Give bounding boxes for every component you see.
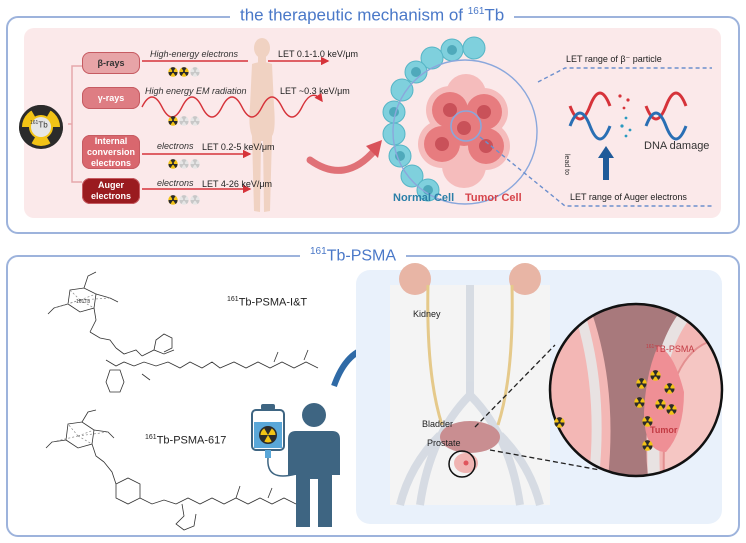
psma-marker-icon (634, 397, 645, 408)
radiation-icon (168, 116, 178, 126)
chelate-label: 161Tb (76, 299, 90, 305)
prostate-label: Prostate (427, 438, 461, 448)
psma-617-structure (45, 409, 297, 531)
dna-damage-icon (568, 91, 688, 141)
auger-range-label: LET range of Auger electrons (570, 192, 687, 202)
radiation-icon (179, 195, 189, 205)
radiation-icon (190, 116, 200, 126)
emission-arrows (141, 56, 382, 194)
beta-rays-pill: β-rays (82, 52, 140, 74)
psma-marker-icon (642, 416, 653, 427)
mechanism-title: the therapeutic mechanism of 161Tb (230, 0, 515, 28)
psma-marker-icon (636, 378, 647, 389)
gamma-let-label: LET ~0.3 keV/μm (280, 86, 350, 96)
emission-bracket (68, 65, 82, 183)
mechanism-panel (24, 28, 721, 218)
dna-damage-label: DNA damage (644, 140, 710, 152)
gamma-particle-label: High energy EM radiation (145, 86, 247, 96)
radiation-level-3 (168, 195, 201, 205)
bladder-label: Bladder (422, 419, 454, 429)
radiation-icon (168, 67, 178, 77)
iv-bag-icon (251, 404, 297, 477)
radiation-icon (168, 159, 178, 169)
psma-marker-icon (554, 417, 565, 428)
let-range-lines (479, 67, 712, 207)
radiation-icon (190, 67, 200, 77)
radiation-level-1 (168, 116, 201, 126)
psma-title: 161Tb-PSMA (300, 240, 407, 269)
ice-let-label: LET 0.2-5 keV/μm (202, 142, 275, 152)
psma-it-structure: 161Tb (47, 271, 319, 393)
patient-figure-icon (288, 403, 340, 527)
auger-electrons-pill: Auger electrons (82, 178, 140, 204)
psma-marker-icon (664, 383, 675, 394)
internal-conversion-pill: Internal conversion electrons (82, 135, 140, 169)
tumor-zoom-label: Tumor (650, 425, 678, 435)
radiation-level-2 (168, 159, 201, 169)
beta-particle-label: High-energy electrons (150, 49, 239, 59)
radiation-level-0 (168, 67, 201, 77)
radiation-icon (168, 195, 178, 205)
psma-marker-icon (655, 399, 666, 410)
beta-range-label: LET range of β⁻ particle (566, 54, 662, 64)
kidney-label: Kidney (413, 309, 441, 319)
ice-particle-label: electrons (157, 141, 194, 151)
anatomy-illustration (390, 263, 550, 506)
curved-arrow-to-cells (306, 146, 379, 174)
cell-cluster-illustration (382, 36, 538, 205)
tb-psma-zoom-label: 161TB-PSMA (646, 344, 695, 354)
magnified-prostate-view (548, 302, 724, 478)
lead-to-arrow-icon (598, 146, 614, 180)
psma-marker-icon (650, 370, 661, 381)
gamma-rays-pill: γ-rays (82, 87, 140, 109)
tumor-cell-label: Tumor Cell (465, 192, 522, 204)
radiation-icon (190, 159, 200, 169)
radiation-icon (190, 195, 200, 205)
source-badge-label: 161Tb (30, 120, 48, 130)
human-body-silhouette (249, 38, 275, 212)
auger-particle-label: electrons (157, 178, 194, 188)
psma-marker-icon (642, 440, 653, 451)
compound-psma-617-label: 161Tb-PSMA-617 (145, 434, 227, 447)
radiation-icon (179, 159, 189, 169)
normal-cell-label: Normal Cell (393, 192, 455, 204)
compound-psma-it-label: 161Tb-PSMA-I&T (227, 296, 308, 309)
auger-let-label: LET 4-26 keV/μm (202, 179, 273, 189)
psma-marker-icon (666, 404, 677, 415)
beta-let-label: LET 0.1-1.0 keV/μm (278, 49, 359, 59)
radiation-icon (179, 67, 189, 77)
radiation-icon (179, 116, 189, 126)
radiation-source-icon (19, 105, 63, 149)
